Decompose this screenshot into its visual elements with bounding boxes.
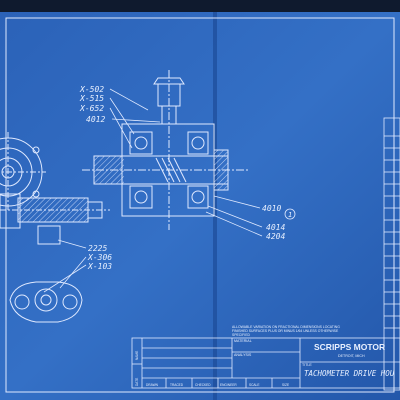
tolerance-line: FINISHED SURFACES PLUS OR MINUS 1/64 UNL… — [232, 329, 339, 333]
company-name: SCRIPPS MOTOR — [314, 342, 385, 352]
tolerance-note: ALLOWABLE VARIATION ON FRACTIONAL DIMENS… — [232, 325, 340, 337]
circle-marker-label: 1 — [288, 211, 292, 219]
row-label-engineer: ENGINEER — [220, 383, 237, 387]
title-block — [131, 337, 400, 389]
worm-gear-section — [0, 193, 110, 245]
callout-label: 2225 — [88, 244, 107, 253]
row-label-checked: CHECKED — [195, 383, 211, 387]
callout-label: X-652 — [79, 104, 104, 113]
side-label-name: NAME — [135, 351, 139, 360]
analysis-label: ANALYSIS — [234, 353, 252, 357]
callouts-right: 4010 4014 4204 — [262, 204, 285, 241]
callout-label: 4014 — [266, 223, 285, 232]
revision-table — [383, 117, 400, 391]
callout-label: X-306 — [87, 253, 112, 262]
tolerance-line: ALLOWABLE VARIATION ON FRACTIONAL DIMENS… — [232, 325, 340, 329]
tolerance-line: SPECIFIED — [232, 333, 250, 337]
callouts-lower: 2225 X-306 X-103 — [87, 244, 112, 271]
sheet-border — [5, 17, 395, 393]
callout-label: X-502 — [79, 85, 104, 94]
fold-crease — [213, 12, 217, 400]
row-label-traced: TRACED — [170, 383, 184, 387]
row-label-drawn: DRAWN — [146, 383, 159, 387]
side-label-date: DATE — [135, 378, 139, 386]
leader-lines — [43, 88, 263, 293]
company-city: DETROIT, MICH — [338, 354, 365, 358]
title-label: TITLE — [302, 363, 312, 367]
drawing-title: TACHOMETER DRIVE HOU — [304, 369, 395, 378]
circle-marker: 1 — [284, 208, 296, 220]
callout-label: 4010 — [262, 204, 281, 213]
callouts-upper: X-502 X-515 X-652 4012 — [79, 85, 105, 124]
callout-label: 4204 — [266, 232, 285, 241]
row-label-scale: SCALE — [249, 383, 259, 387]
bearing-housing-assembly — [82, 70, 248, 230]
callout-label: 4012 — [86, 115, 105, 124]
row-label-size: SIZE — [282, 383, 289, 387]
title-block-text: DATE NAME MATERIAL ANALYSIS TITLE SCRIPP… — [135, 339, 395, 387]
material-label: MATERIAL — [234, 339, 252, 343]
callout-label: X-103 — [87, 262, 112, 271]
mounting-plate-view — [9, 281, 83, 323]
dark-background-strip — [0, 0, 400, 12]
callout-label: X-515 — [79, 94, 104, 103]
flange-end-view — [0, 132, 46, 212]
